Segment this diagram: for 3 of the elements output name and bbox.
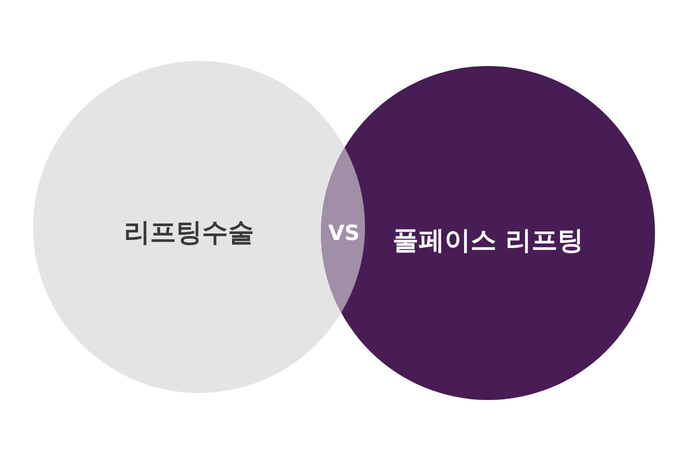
vs-label: VS	[328, 221, 360, 245]
circle-label: 풀페이스 리프팅	[392, 225, 584, 258]
circle-label: 리프팅수술	[124, 217, 254, 250]
